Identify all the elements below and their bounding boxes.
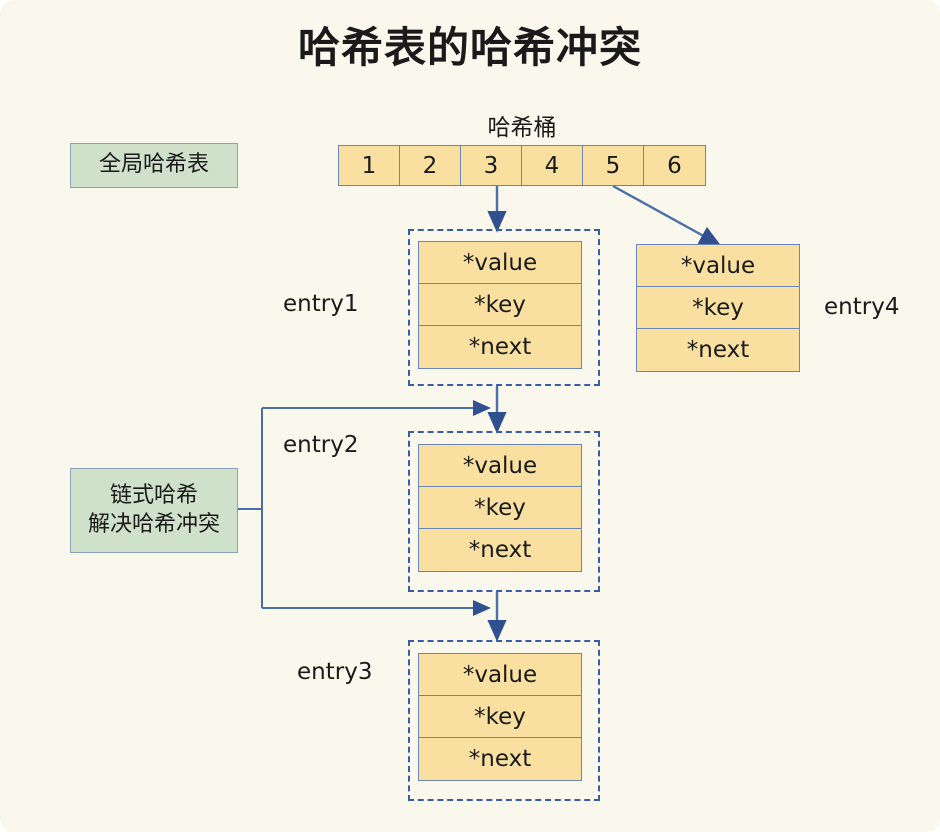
entry4-box: *value *key *next	[636, 244, 800, 372]
bucket-cell-5[interactable]: 5	[583, 146, 644, 185]
bucket-cell-4[interactable]: 4	[522, 146, 583, 185]
note-chained-hashing-line1: 链式哈希	[109, 482, 198, 508]
bucket-cell-3[interactable]: 3	[461, 146, 522, 185]
bucket-cell-1[interactable]: 1	[339, 146, 400, 185]
entry4-label: entry4	[824, 294, 900, 320]
entry3-field-next: *next	[419, 738, 581, 780]
entry4-field-next: *next	[637, 329, 799, 371]
entry3-label: entry3	[297, 659, 373, 685]
entry3-dashed-group	[408, 640, 600, 801]
hash-bucket-title: 哈希桶	[487, 115, 557, 141]
entry3-field-value: *value	[419, 654, 581, 696]
entry2-field-key: *key	[419, 487, 581, 529]
wire-bucket5-to-entry4	[612, 184, 722, 246]
entry2-label: entry2	[283, 432, 359, 458]
page-title: 哈希表的哈希冲突	[297, 23, 642, 72]
entry1-dashed-group	[408, 229, 600, 386]
entry1-box: *value *key *next	[418, 241, 582, 369]
entry4-field-value: *value	[637, 245, 799, 287]
note-chained-hashing: 链式哈希 解决哈希冲突	[70, 468, 238, 553]
entry4-field-key: *key	[637, 287, 799, 329]
entry3-box: *value *key *next	[418, 653, 582, 781]
entry2-box: *value *key *next	[418, 444, 582, 572]
bucket-cell-2[interactable]: 2	[400, 146, 461, 185]
entry1-field-value: *value	[419, 242, 581, 284]
note-global-hash-table-label: 全局哈希表	[98, 152, 209, 178]
note-global-hash-table: 全局哈希表	[70, 143, 238, 188]
entry1-field-key: *key	[419, 284, 581, 326]
bucket-cell-6[interactable]: 6	[644, 146, 705, 185]
entry2-field-next: *next	[419, 529, 581, 571]
entry2-field-value: *value	[419, 445, 581, 487]
entry2-dashed-group	[408, 431, 600, 592]
note-chained-hashing-line2: 解决哈希冲突	[87, 511, 220, 537]
entry1-field-next: *next	[419, 326, 581, 368]
hash-bucket: 1 2 3 4 5 6	[338, 145, 706, 186]
entry3-field-key: *key	[419, 696, 581, 738]
entry1-label: entry1	[283, 291, 359, 317]
